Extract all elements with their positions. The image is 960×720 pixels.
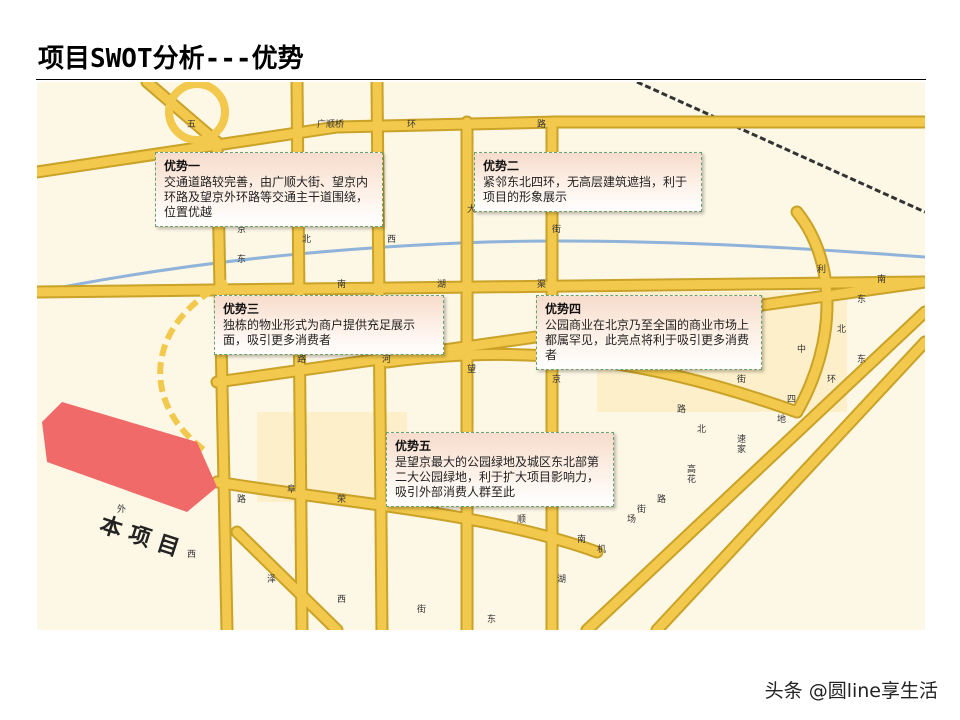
- road-label: 东: [237, 253, 246, 265]
- callout-advantage-3: 优势三 独栋的物业形式为商户提供充足展示面，吸引更多消费者: [214, 295, 444, 355]
- road-label: 泽: [267, 574, 276, 585]
- road-label: 路: [657, 493, 666, 505]
- road-label: 河: [382, 353, 391, 365]
- road-label: 路: [677, 403, 686, 415]
- callout-body: 交通道路较完善，由广顺大街、望京内环路及望京外环路等交通主干道围绕，位置优越: [164, 175, 369, 219]
- road-label: 广顺桥: [317, 118, 344, 130]
- road-label: 南: [577, 533, 586, 545]
- river: [37, 239, 925, 294]
- watermark: 头条 @圆line享生活: [764, 680, 938, 702]
- callout-body: 独栋的物业形式为商户提供充足展示面，吸引更多消费者: [223, 318, 416, 347]
- title-divider: [36, 79, 926, 80]
- road-label: 京: [552, 373, 561, 385]
- roads: [37, 82, 925, 630]
- road-label: 街: [417, 603, 426, 615]
- road-label: 北: [697, 424, 706, 435]
- callout-advantage-4: 优势四 公园商业在北京乃至全国的商业市场上都属罕见，此亮点将利于吸引更多消费者: [536, 295, 762, 370]
- road-label: 路: [297, 353, 306, 365]
- road-label: 北: [302, 234, 311, 245]
- road-label: 南: [337, 278, 346, 290]
- road-label: 西: [187, 549, 196, 560]
- road-label: 外: [117, 503, 126, 515]
- road-label: 湖: [557, 574, 566, 585]
- road-label: 五: [187, 120, 196, 130]
- callout-title: 优势二: [483, 159, 520, 173]
- road-label: 渠: [537, 278, 546, 290]
- callout-advantage-2: 优势二 紧邻东北四环，无高层建筑遮挡，利于项目的形象展示: [474, 152, 702, 212]
- road-label: 街: [737, 373, 746, 385]
- callout-body: 紧邻东北四环，无高层建筑遮挡，利于项目的形象展示: [483, 175, 688, 204]
- road-label: 四: [787, 395, 796, 405]
- callout-body: 是望京最大的公园绿地及城区东北部第二大公园绿地，利于扩大项目影响力，吸引外部消费…: [395, 455, 600, 499]
- road-label: 大: [467, 203, 476, 215]
- road-label: 西: [337, 594, 346, 605]
- road-label: 路: [537, 118, 546, 130]
- callout-title: 优势一: [164, 159, 201, 173]
- road-label: 东: [857, 353, 866, 365]
- project-arrow: [42, 402, 217, 512]
- road-label: 高: [687, 463, 696, 475]
- road-label: 场: [627, 514, 636, 525]
- road-label: 环: [407, 119, 416, 130]
- road-label: 中: [797, 343, 806, 355]
- road-label: 南: [877, 273, 886, 285]
- railway: [636, 82, 925, 214]
- road-label: 湖: [437, 279, 446, 290]
- interchange: [165, 82, 229, 144]
- road-label: 东: [487, 613, 496, 625]
- page-title: 项目SWOT分析---优势: [38, 44, 304, 74]
- road-label: 望: [467, 363, 476, 375]
- callout-title: 优势三: [223, 302, 260, 316]
- road-label: 顺: [517, 514, 526, 525]
- road-label: 街: [552, 223, 561, 235]
- road-label: 北: [837, 324, 846, 335]
- road-label: 地: [777, 413, 786, 425]
- road-label: 西: [387, 234, 396, 245]
- road-label: 利: [817, 263, 826, 275]
- callout-title: 优势四: [545, 302, 582, 316]
- road-label: 机: [597, 543, 606, 555]
- callout-body: 公园商业在北京乃至全国的商业市场上都属罕见，此亮点将利于吸引更多消费者: [545, 318, 750, 362]
- planned-road: [157, 279, 229, 455]
- callout-advantage-5: 优势五 是望京最大的公园绿地及城区东北部第二大公园绿地，利于扩大项目影响力，吸引…: [386, 432, 614, 507]
- road-label: 环: [827, 374, 836, 385]
- road-label: 家: [737, 443, 746, 455]
- road-label: 花: [687, 473, 696, 485]
- callout-title: 优势五: [395, 439, 432, 453]
- road-label: 阜: [287, 483, 296, 495]
- road-label: 路: [237, 493, 246, 505]
- road-label: 速: [737, 434, 746, 445]
- road-label: 街: [637, 503, 646, 515]
- road-label: 东: [857, 293, 866, 305]
- callout-advantage-1: 优势一 交通道路较完善，由广顺大街、望京内环路及望京外环路等交通主干道围绕，位置…: [155, 152, 383, 227]
- road-label: 荣: [337, 493, 346, 505]
- road-label: 京: [237, 223, 246, 235]
- map-view: 五广顺桥环路京东北西大街南湖渠安路河望京西路街中北东南阜荣广顺南街花家地北利泽西…: [37, 82, 925, 630]
